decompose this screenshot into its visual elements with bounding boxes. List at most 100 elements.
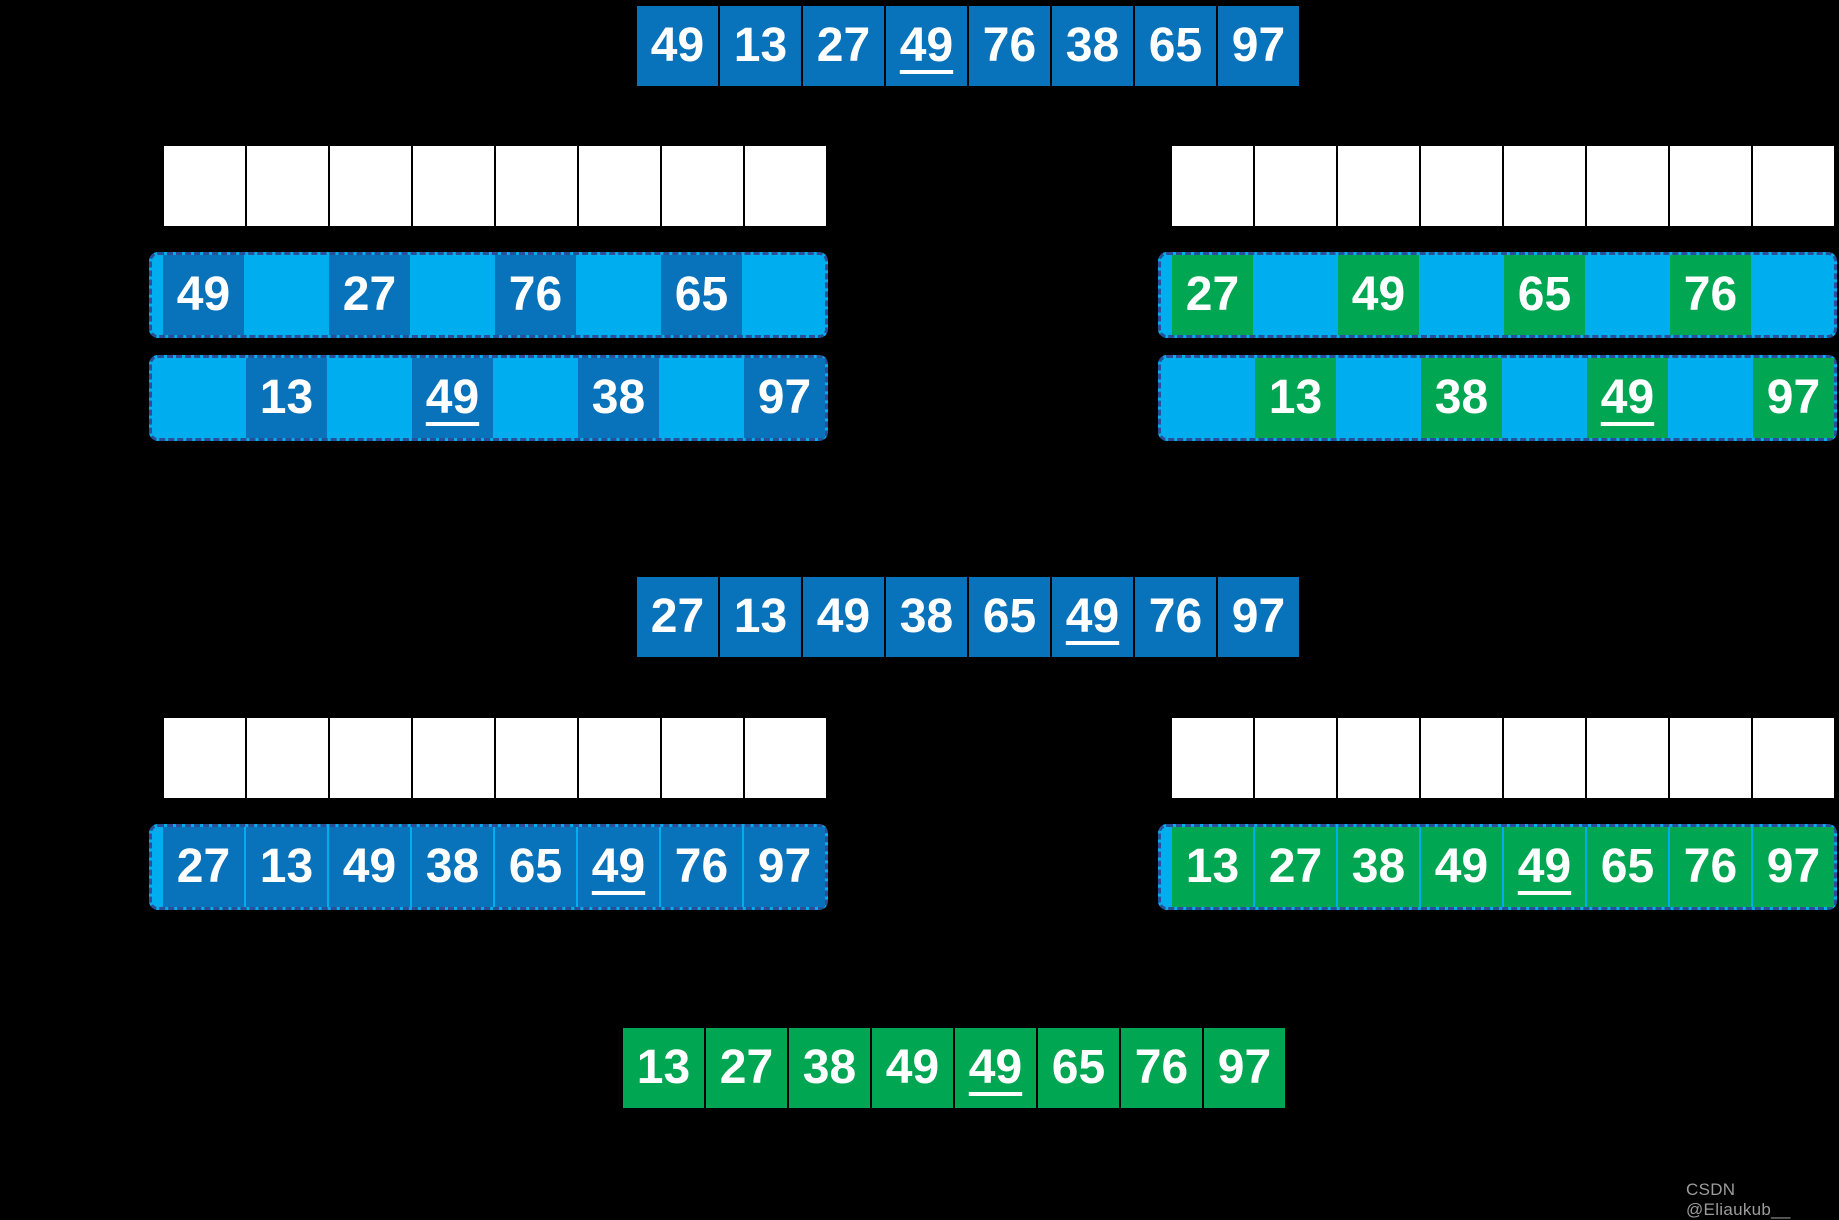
array-value-cell: 65 — [495, 827, 576, 907]
empty-white-cell — [1255, 146, 1336, 226]
array-value-cell: 49 — [637, 6, 718, 86]
array-value-cell: 27 — [803, 6, 884, 86]
array-value-cell: 65 — [969, 577, 1050, 657]
cell-value: 65 — [982, 590, 1037, 643]
array-value-cell: 27 — [637, 577, 718, 657]
array-row-empty-left-2 — [164, 718, 826, 798]
array-value-cell: 76 — [1135, 577, 1216, 657]
cell-value: 38 — [591, 371, 646, 424]
cell-value: 38 — [1434, 371, 1489, 424]
array-value-cell: 49 — [1421, 827, 1502, 907]
array-value-cell: 38 — [1052, 6, 1133, 86]
array-value-cell: 49 — [1052, 577, 1133, 657]
gap-cell — [1670, 358, 1751, 438]
cell-value: 65 — [1051, 1041, 1106, 1094]
array-value-cell: 27 — [329, 255, 410, 335]
array-value-cell: 49 — [578, 827, 659, 907]
cell-value-underlined: 49 — [591, 840, 646, 893]
array-value-cell: 97 — [1753, 827, 1834, 907]
empty-white-cell — [1338, 146, 1419, 226]
cell-value: 38 — [802, 1041, 857, 1094]
empty-white-cell — [1255, 718, 1336, 798]
empty-white-cell — [1504, 718, 1585, 798]
cell-value: 65 — [1517, 268, 1572, 321]
array-value-cell: 97 — [1204, 1028, 1285, 1108]
array-value-cell: 97 — [1218, 6, 1299, 86]
cell-value: 27 — [1268, 840, 1323, 893]
array-value-cell: 97 — [1218, 577, 1299, 657]
array-value-cell: 49 — [1587, 358, 1668, 438]
empty-white-cell — [496, 718, 577, 798]
array-value-cell: 65 — [1135, 6, 1216, 86]
cell-value: 97 — [1766, 371, 1821, 424]
array-value-cell: 13 — [720, 577, 801, 657]
gap-cell — [1421, 255, 1502, 335]
array-value-cell: 76 — [495, 255, 576, 335]
empty-white-cell — [1587, 718, 1668, 798]
empty-white-cell — [413, 146, 494, 226]
cell-value: 97 — [757, 840, 812, 893]
cell-value: 49 — [816, 590, 871, 643]
gap-cell — [1338, 358, 1419, 438]
array-value-cell: 49 — [872, 1028, 953, 1108]
array-value-cell: 38 — [1338, 827, 1419, 907]
empty-white-cell — [579, 718, 660, 798]
cell-value: 65 — [508, 840, 563, 893]
cell-value-underlined: 49 — [1065, 590, 1120, 643]
gap-cell — [1753, 255, 1834, 335]
empty-white-cell — [413, 718, 494, 798]
empty-white-cell — [579, 146, 660, 226]
cell-value: 76 — [982, 19, 1037, 72]
array-value-cell: 65 — [1038, 1028, 1119, 1108]
cell-value: 76 — [508, 268, 563, 321]
empty-white-cell — [1172, 718, 1253, 798]
cell-value: 49 — [342, 840, 397, 893]
gap-cell — [412, 255, 493, 335]
cell-value: 13 — [733, 19, 788, 72]
empty-white-cell — [330, 146, 411, 226]
empty-white-cell — [1670, 146, 1751, 226]
cell-value: 27 — [1185, 268, 1240, 321]
cell-value: 49 — [1351, 268, 1406, 321]
cell-value: 76 — [1134, 1041, 1189, 1094]
cell-value: 65 — [1600, 840, 1655, 893]
array-value-cell: 27 — [1255, 827, 1336, 907]
array-value-cell: 13 — [246, 358, 327, 438]
cell-value: 49 — [885, 1041, 940, 1094]
array-value-cell: 49 — [329, 827, 410, 907]
empty-white-cell — [662, 146, 743, 226]
cell-value: 38 — [1065, 19, 1120, 72]
empty-white-cell — [1504, 146, 1585, 226]
cell-value: 97 — [1231, 19, 1286, 72]
array-value-cell: 76 — [1121, 1028, 1202, 1108]
array-row-empty-right-2 — [1172, 718, 1834, 798]
array-value-cell: 49 — [955, 1028, 1036, 1108]
empty-white-cell — [745, 146, 826, 226]
array-value-cell: 13 — [1172, 827, 1253, 907]
gap-cell — [661, 358, 742, 438]
gap-cell — [1255, 255, 1336, 335]
array-value-cell: 49 — [163, 255, 244, 335]
gap-cell — [163, 358, 244, 438]
cell-value-underlined: 49 — [968, 1041, 1023, 1094]
array-value-cell: 38 — [578, 358, 659, 438]
cell-value: 38 — [899, 590, 954, 643]
cell-value: 38 — [425, 840, 480, 893]
cell-value: 97 — [1217, 1041, 1272, 1094]
empty-white-cell — [164, 718, 245, 798]
array-value-cell: 13 — [720, 6, 801, 86]
empty-white-cell — [745, 718, 826, 798]
empty-white-cell — [164, 146, 245, 226]
gap-cell — [1504, 358, 1585, 438]
array-value-cell: 49 — [1338, 255, 1419, 335]
watermark: CSDN @Eliaukub__ — [1686, 1180, 1791, 1219]
array-value-cell: 97 — [744, 358, 825, 438]
array-value-cell: 38 — [412, 827, 493, 907]
cell-value: 65 — [674, 268, 729, 321]
empty-white-cell — [1753, 718, 1834, 798]
cell-value: 13 — [259, 840, 314, 893]
